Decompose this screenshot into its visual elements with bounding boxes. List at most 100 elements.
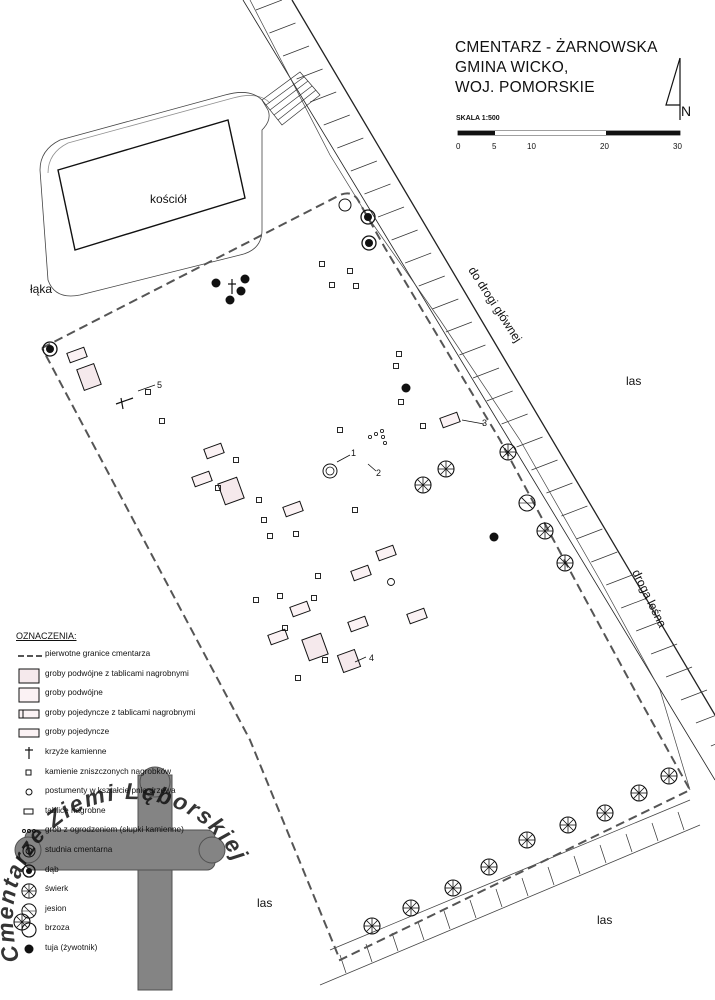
parking-stall xyxy=(469,899,477,919)
parking-stall xyxy=(472,367,500,379)
legend-item-label: jesion xyxy=(45,903,67,913)
stone xyxy=(398,399,404,405)
spruce-tree-icon xyxy=(660,767,678,785)
legend-item-label: studnia cmentarna xyxy=(45,845,113,854)
stone xyxy=(311,595,317,601)
spruce-tree-icon xyxy=(559,816,577,834)
stone xyxy=(393,363,399,369)
legend-item-label: groby podwójne xyxy=(45,688,103,698)
parking-stall xyxy=(282,45,310,57)
parking-stall xyxy=(547,866,555,886)
parking-stall xyxy=(695,715,715,724)
parking-stall xyxy=(255,0,283,11)
legend-title: OZNACZENIA: xyxy=(16,631,77,641)
parking-stall xyxy=(377,206,405,218)
parking-stall xyxy=(432,298,459,310)
parking-stall xyxy=(531,459,558,471)
spruce-icon xyxy=(18,883,42,904)
parking-stall xyxy=(269,22,296,34)
parking-stall xyxy=(364,183,391,195)
parking-stall xyxy=(418,275,445,287)
double-graves-plaques xyxy=(76,362,362,674)
thuja-trees xyxy=(211,274,499,542)
label-forest-road: droga leśna xyxy=(629,567,669,630)
parking-stall xyxy=(621,597,648,609)
legend-item-label: brzoza xyxy=(45,923,70,933)
legend-item-label: świerk xyxy=(45,884,69,894)
parking-stall xyxy=(573,855,581,875)
legend-item-label: groby pojedyncze z tablicami nagrobnymi xyxy=(45,707,196,717)
stone xyxy=(347,268,353,274)
spruce-tree-icon xyxy=(556,554,574,572)
legend-item-label: dąb xyxy=(45,864,59,874)
parking-stall xyxy=(650,643,678,655)
feature-number: 2 xyxy=(376,468,382,478)
spruce-tree-icon xyxy=(414,476,432,494)
stone xyxy=(293,531,299,537)
parking-stall xyxy=(521,877,529,897)
parking-stall xyxy=(459,344,486,356)
stone xyxy=(256,497,262,503)
legend-item-label: grób z ogrodzeniem (słupki kamienne) xyxy=(45,825,184,835)
oak-trees xyxy=(42,209,377,357)
label-forest-right: las xyxy=(626,374,642,388)
parking-stall xyxy=(337,137,364,149)
title-line-1: CMENTARZ - ŻARNOWSKA xyxy=(455,39,658,56)
stone xyxy=(253,597,259,603)
feature-number: 4 xyxy=(369,653,375,663)
stone xyxy=(215,485,221,491)
scale-tick: 5 xyxy=(492,142,497,151)
spruce-tree-icon xyxy=(402,899,420,917)
scale-tick: 20 xyxy=(600,142,609,151)
original-cemetery-boundary xyxy=(41,192,692,962)
pedestal xyxy=(338,198,352,212)
stones xyxy=(145,261,426,681)
parking-stall xyxy=(417,921,425,941)
label-forest-bottom: las xyxy=(597,913,613,927)
stone xyxy=(261,517,267,523)
feature-number: 5 xyxy=(157,380,163,390)
parking-stall xyxy=(516,436,543,448)
thuja-icon xyxy=(18,942,42,960)
parking-stall xyxy=(445,321,473,333)
parking-stall xyxy=(391,229,418,241)
dashed-line-icon xyxy=(18,648,42,666)
title-line-3: WOJ. POMORSKIE xyxy=(455,79,595,96)
oak-icon xyxy=(18,863,42,883)
parking-stall xyxy=(561,505,588,517)
legend-item-label: tuja (żywotnik) xyxy=(45,943,98,952)
stone-crosses xyxy=(115,279,236,410)
scale-tick: 0 xyxy=(456,142,461,151)
parking-stall xyxy=(443,910,451,930)
stone xyxy=(233,457,239,463)
parking-stall xyxy=(546,482,573,494)
legend-item-label: groby podwójne z tablicami nagrobnymi xyxy=(45,668,189,678)
spruce-tree-icon xyxy=(596,804,614,822)
double-grave-plaque-icon xyxy=(18,668,42,689)
parking-stall xyxy=(495,888,503,908)
label-to-main-road: do drogi głównej xyxy=(465,264,524,345)
bottom-road xyxy=(319,799,701,986)
single-grave-plaque-icon xyxy=(18,707,42,725)
double-grave-icon xyxy=(18,687,42,708)
parking-stall xyxy=(350,160,378,172)
legend-item-label: groby pojedyncze xyxy=(45,727,110,737)
spruce-tree-icon xyxy=(363,917,381,935)
stone xyxy=(282,625,288,631)
title-line-2: GMINA WICKO, xyxy=(455,59,569,76)
fenced-grave xyxy=(367,428,387,445)
spruce-tree-icon xyxy=(437,460,455,478)
parking-stall xyxy=(606,574,633,586)
parking-stall xyxy=(591,551,618,563)
stamp-cross-icon xyxy=(14,766,226,991)
parking-stall xyxy=(677,811,685,831)
parking-stall xyxy=(486,390,513,402)
legend-item-label: krzyże kamienne xyxy=(45,747,107,756)
scale-tick: 10 xyxy=(527,142,536,151)
ash-tree-icon xyxy=(518,494,536,512)
stone xyxy=(319,261,325,267)
label-meadow: łąka xyxy=(30,282,53,296)
scale-tick: 30 xyxy=(673,142,682,151)
fenced-grave-icon xyxy=(18,824,42,842)
